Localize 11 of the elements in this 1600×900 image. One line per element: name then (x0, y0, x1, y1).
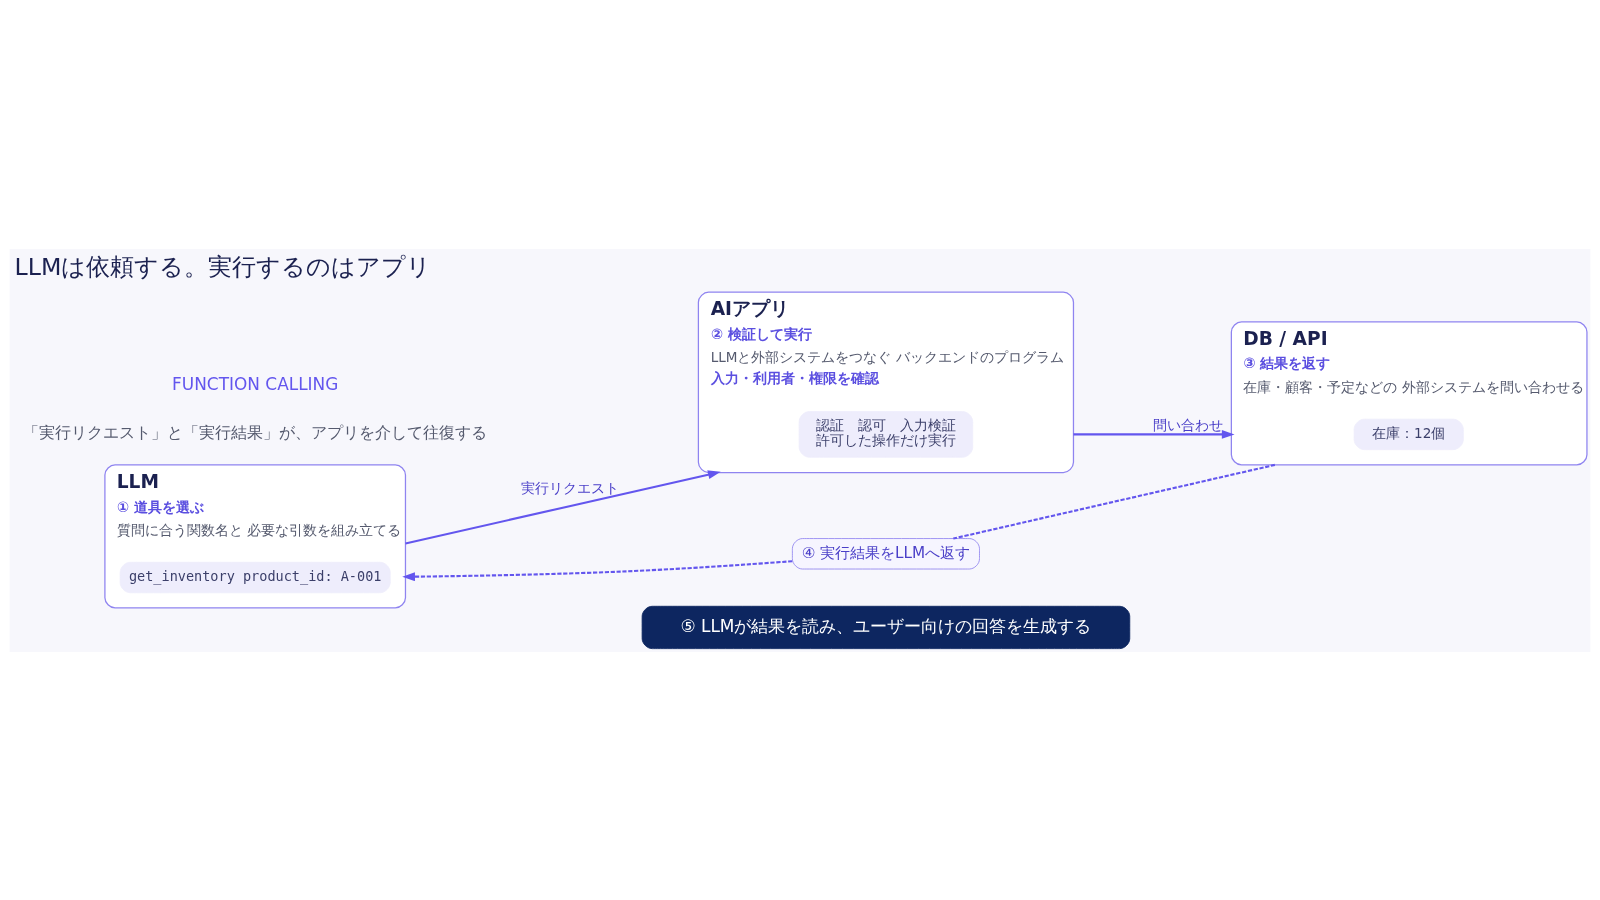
node-box: ④ 実行結果をLLMへ返す (791, 537, 980, 569)
edge-label: 実行リクエスト (520, 479, 619, 496)
node-box: ⑤ LLMが結果を読み、ユーザー向けの回答を生成する (641, 605, 1131, 649)
diagram-title: LLMは依頼する。実行するのはアプリ (14, 252, 432, 281)
connector (953, 463, 1276, 540)
arrow (1073, 429, 1235, 439)
label: 「実行リクエスト」と「実行結果」が、アプリを介して往復する (23, 422, 488, 442)
label: FUNCTION CALLING (172, 373, 339, 394)
edge-label: 問い合わせ (1152, 416, 1223, 433)
arrow (405, 469, 721, 545)
arrow (402, 559, 793, 581)
